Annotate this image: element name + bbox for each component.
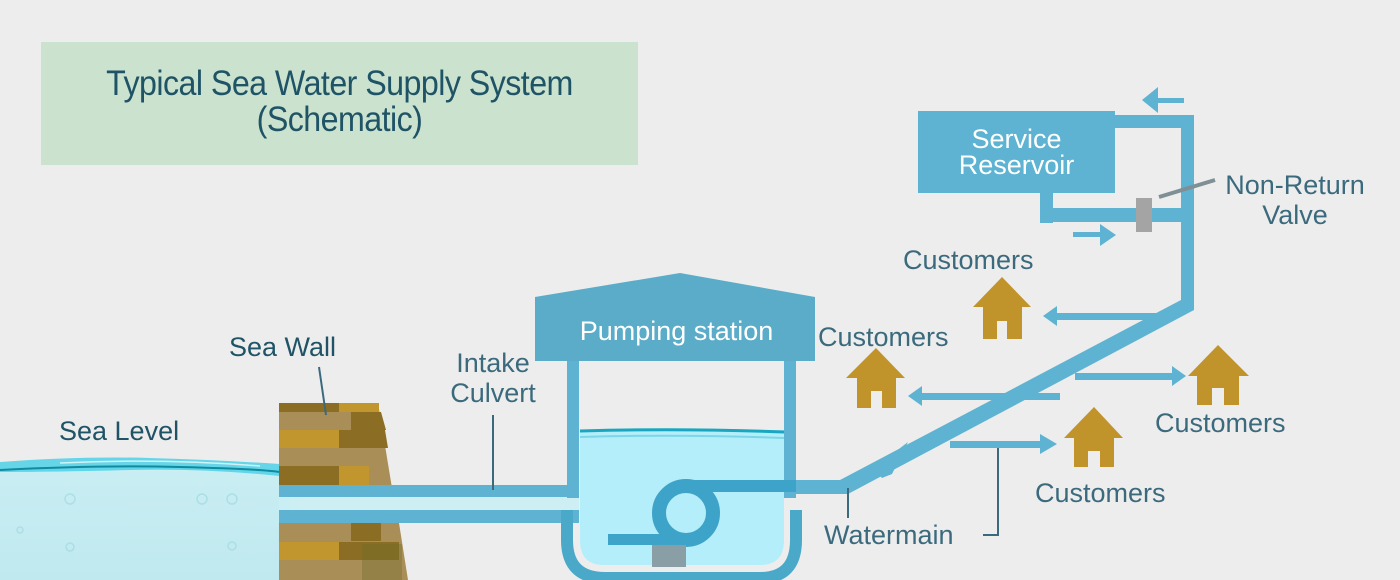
- service-reservoir-line-2: Reservoir: [958, 150, 1075, 180]
- watermain-label: Watermain: [824, 520, 954, 550]
- house-icon: [1064, 407, 1123, 467]
- customers-label: Customers: [903, 245, 1034, 275]
- pump-tank: [579, 428, 785, 565]
- intake-culvert-label: Intake Culvert: [418, 348, 568, 408]
- house-icon: [973, 277, 1031, 339]
- title-line-2: (Schematic): [256, 100, 423, 139]
- service-reservoir-label: Service Reservoir: [918, 124, 1115, 180]
- service-reservoir: [918, 111, 1115, 193]
- customers-label: Customers: [1035, 478, 1166, 508]
- customers-label: Customers: [818, 322, 949, 352]
- sea-wall-leader-line: [318, 366, 327, 416]
- sea-wall-label: Sea Wall: [229, 332, 337, 362]
- non-return-valve-label: Non-Return Valve: [1210, 170, 1380, 230]
- non-return-valve: [1136, 198, 1152, 232]
- non-return-valve-line-1: Non-Return: [1225, 170, 1365, 200]
- valve-leader-line: [1158, 178, 1216, 199]
- intake-culvert: [279, 485, 579, 523]
- sea: [0, 457, 290, 580]
- watermain-branch-leader-line: [983, 448, 999, 536]
- sea-level-label: Sea Level: [59, 416, 180, 446]
- sea-wall: [279, 403, 408, 580]
- house-icon: [846, 348, 905, 408]
- diagram-title: Typical Sea Water Supply System (Schemat…: [65, 66, 614, 138]
- pumping-station-label: Pumping station: [579, 316, 774, 346]
- customers-label: Customers: [1155, 408, 1286, 438]
- house-icon: [1188, 345, 1249, 405]
- service-reservoir-line-1: Service: [971, 124, 1062, 154]
- title-line-1: Typical Sea Water Supply System: [106, 64, 573, 103]
- intake-culvert-line-2: Culvert: [450, 378, 536, 408]
- non-return-valve-line-2: Valve: [1262, 200, 1328, 230]
- title-box: Typical Sea Water Supply System (Schemat…: [41, 42, 638, 165]
- intake-culvert-line-1: Intake: [456, 348, 530, 378]
